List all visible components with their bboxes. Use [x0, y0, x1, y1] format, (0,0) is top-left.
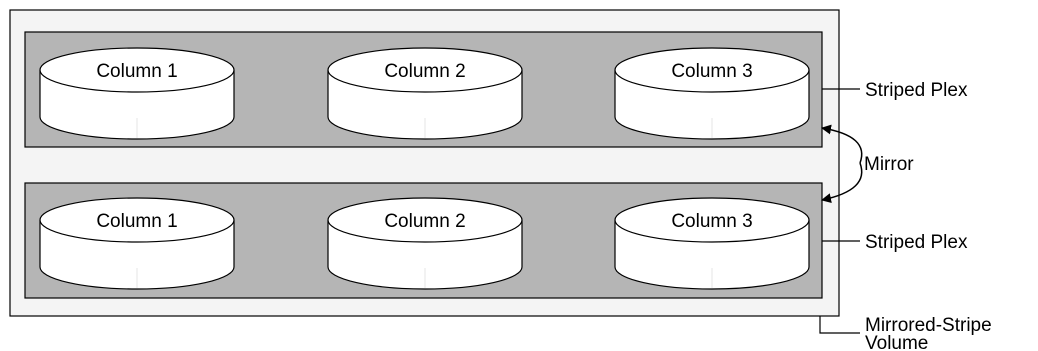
- plex-1-column-3-label: Column 3: [671, 61, 752, 82]
- plex-2-column-3-disk: Column 3: [614, 197, 810, 290]
- plex-2-column-2-label: Column 2: [384, 211, 465, 232]
- plex-2-column-1-label: Column 1: [96, 211, 177, 232]
- plex-1-column-1-disk: Column 1: [39, 47, 235, 140]
- striped-plex-2-label: Striped Plex: [865, 232, 968, 253]
- plex-1-column-2-label: Column 2: [384, 61, 465, 82]
- plex-2-column-3-label: Column 3: [671, 211, 752, 232]
- plex-2-column-1-disk: Column 1: [39, 197, 235, 290]
- volume-leader: [819, 316, 860, 334]
- mirror-label: Mirror: [864, 154, 914, 175]
- plex-2-column-2-disk: Column 2: [327, 197, 523, 290]
- plex-1-column-3-disk: Column 3: [614, 47, 810, 140]
- striped-plex-1-label: Striped Plex: [865, 80, 968, 101]
- plex-1-column-1-label: Column 1: [96, 61, 177, 82]
- striped-plex-2: Column 1 Column 2 Column 3: [24, 182, 823, 299]
- mirror-arrow-lower: [821, 162, 863, 204]
- volume-label-line-1: Mirrored-Stripe: [865, 315, 992, 336]
- plex-1-column-2-disk: Column 2: [327, 47, 523, 140]
- volume-label-line-2: Volume: [865, 333, 928, 351]
- mirror-arrow-upper: [821, 124, 863, 164]
- striped-plex-1: Column 1 Column 2 Column 3: [24, 31, 823, 148]
